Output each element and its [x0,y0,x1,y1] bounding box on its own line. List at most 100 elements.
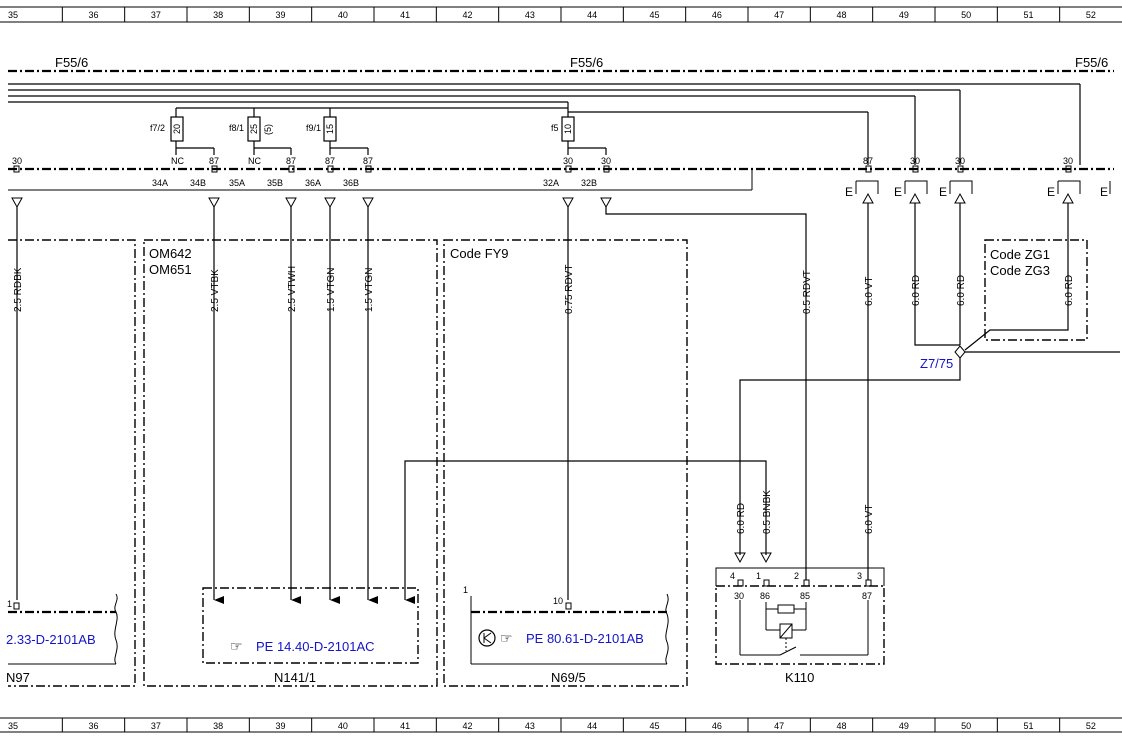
grid-column-number: 46 [712,10,722,20]
grid-column-number: 39 [276,721,286,731]
grid-column-number: 51 [1024,721,1034,731]
fuse-box-label: F55/6 [570,55,603,70]
component-corner-pin: 1 [463,585,468,595]
fuse-rating: 10 [563,124,573,134]
wire-label: 0.5 BNBK [762,490,773,534]
zone-label-om: OM642 [149,246,192,261]
grid-column-number: 49 [899,721,909,731]
relay-pin: 4 [730,571,735,581]
ground-label: E [894,185,902,199]
grid-column-number: 41 [400,10,410,20]
fuses: 20 f7/2 25 (5) f8/1 15 f9/1 [150,108,607,155]
pin-label: 30 [1063,156,1073,166]
grid-column-number: 35 [8,721,18,731]
grid-column-number: 36 [89,10,99,20]
zones: OM642 OM651 Code FY9 Code ZG1 Code ZG3 [8,239,1088,687]
fuse-f7-2: 20 f7/2 [150,108,215,155]
grid-column-number: 35 [8,10,18,20]
pin-code: 34B [190,178,206,188]
ground-label: E [1100,185,1108,199]
fuse-name: f8/1 [229,123,244,133]
pin-label: NC [171,156,184,166]
wire-label: 6.0 RD [1064,275,1075,306]
pointing-hand-icon: ☞ [230,639,243,655]
pin-label: 30 [910,156,920,166]
grid-column-number: 45 [650,721,660,731]
relay-pin: 1 [756,571,761,581]
component-ref-link[interactable]: PE 80.61-D-2101AB [526,631,644,646]
grid-column-number: 50 [961,721,971,731]
component-k110: 4 1 2 3 30 86 85 87 K110 [715,567,885,685]
relay-pin: 3 [857,571,862,581]
grid-column-number: 44 [587,721,597,731]
fuse-note: (5) [263,124,273,135]
connector-pins: 30 NC 87 NC 87 87 87 30 30 87 30 30 30 3… [12,156,1073,188]
component-ref-link[interactable]: PE 14.40-D-2101AC [256,639,375,654]
wire-label: 6.0 RD [911,275,922,306]
component-name: N69/5 [551,670,586,685]
pin-label: 87 [209,156,219,166]
component-name: K110 [785,670,814,685]
pin-code: 35A [229,178,245,188]
fuse-f8-1: 25 (5) f8/1 [229,108,292,155]
wire-label: 2.5 RDBK [13,267,24,312]
wire-label: 6.0 RD [956,275,967,306]
fuse-f5: 10 f5 [551,116,607,155]
grid-column-number: 46 [712,721,722,731]
grid-column-number: 43 [525,10,535,20]
relay-pin-inner: 86 [760,591,770,601]
component-pin: 10 [553,596,563,606]
relay-pin: 2 [794,571,799,581]
pin-label: 87 [363,156,373,166]
grid-column-number: 48 [837,721,847,731]
component-name: N97 [6,670,30,685]
grid-column-number: 39 [276,10,286,20]
ground-label: E [939,185,947,199]
grid-column-number: 52 [1086,10,1096,20]
ground-label: E [1047,185,1055,199]
component-ref-link[interactable]: 2.33-D-2101AB [6,632,96,647]
bus-bars [8,83,1081,165]
component-n69-5: 10 1 ☞ PE 80.61-D-2101AB N69/5 [463,585,669,685]
component-n141-1: ☞ PE 14.40-D-2101AC N141/1 [202,587,419,685]
relay-pin-inner: 30 [734,591,744,601]
pin-label: NC [248,156,261,166]
fuse-name: f7/2 [150,123,165,133]
zone-label-zg: Code ZG1 [990,247,1050,262]
grid-column-number: 45 [650,10,660,20]
pin-label: 30 [601,156,611,166]
wire-label: 2.5 VTBK [210,269,221,312]
wire-label: 0.5 RDVT [802,270,813,314]
zone-label-zg: Code ZG3 [990,263,1050,278]
pin-label: 87 [325,156,335,166]
pin-code: 36A [305,178,321,188]
pin-label: 30 [563,156,573,166]
fuse-name: f9/1 [306,123,321,133]
pin-code: 35B [267,178,283,188]
pin-code: 36B [343,178,359,188]
relay-coil-icon [739,600,869,656]
wire-label: 6.0 VT [864,277,875,306]
wire-label: 6.0 RD [736,503,747,534]
grid-column-number: 44 [587,10,597,20]
fuse-name: f5 [551,123,559,133]
fuse-rating: 20 [172,124,182,134]
pin-label: 30 [955,156,965,166]
splice-label[interactable]: Z7/75 [920,356,953,371]
grid-column-number: 43 [525,721,535,731]
grid-column-number: 42 [463,721,473,731]
grid-column-number: 52 [1086,721,1096,731]
grid-column-number: 41 [400,721,410,731]
component-name: N141/1 [274,670,316,685]
pointing-hand-icon: ☞ [500,631,513,647]
grid-column-number: 49 [899,10,909,20]
relay-pin-inner: 85 [800,591,810,601]
wire-label: 0.75 RDVT [564,265,575,314]
grid-column-number: 36 [89,721,99,731]
ground-brackets: E E E E E [845,180,1111,199]
fuse-box-boundary: F55/6 F55/6 F55/6 [8,55,1114,191]
ground-label: E [845,185,853,199]
